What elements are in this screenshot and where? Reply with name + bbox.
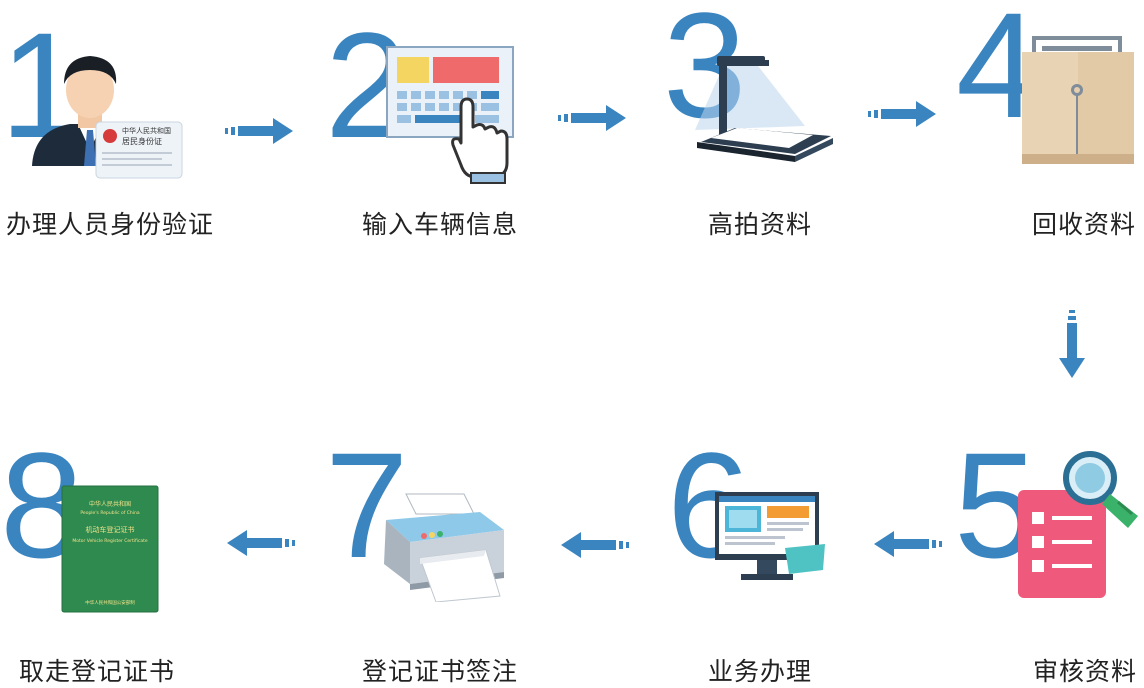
step-5: 5 审核资料 — [914, 420, 1144, 686]
step-6: 6 业务办理 — [645, 420, 875, 686]
step-label: 业务办理 — [707, 657, 812, 686]
step-1: 1 中华人民共和国 居民身份证 办理人员身份验证 — [0, 0, 230, 260]
keyboard-hand-icon — [386, 46, 514, 184]
id-card-title: 中华人民共和国 — [122, 126, 171, 135]
arrow-right-icon — [225, 118, 293, 144]
arrow-down-icon — [1059, 310, 1085, 378]
step-8: 8 中华人民共和国 People's Republic of China 机动车… — [0, 420, 230, 686]
step-3: 3 高拍资料 — [645, 0, 875, 260]
document-scanner-icon — [695, 56, 833, 162]
green-certificate-icon: 中华人民共和国 People's Republic of China 机动车登记… — [61, 485, 159, 613]
certificate-title: 中华人民共和国 — [89, 500, 131, 508]
arrow-right-icon — [558, 105, 626, 131]
step-label: 高拍资料 — [707, 210, 812, 239]
step-label: 取走登记证书 — [18, 657, 175, 686]
certificate-english: Motor Vehicle Register Certificate — [72, 538, 148, 544]
step-label: 输入车辆信息 — [361, 210, 518, 239]
certificate-name: 机动车登记证书 — [86, 525, 135, 534]
arrow-right-icon — [868, 101, 936, 127]
step-label: 登记证书签注 — [361, 657, 518, 686]
document-envelope-icon — [1022, 36, 1134, 164]
step-7: 7 登记证书签注 — [325, 420, 555, 686]
step-label: 回收资料 — [1031, 210, 1136, 239]
certificate-footer: 中华人民共和国公安部制 — [85, 599, 135, 606]
printer-icon — [384, 493, 504, 602]
id-card-person-icon: 中华人民共和国 居民身份证 — [32, 56, 183, 179]
step-2: 2 输入车辆信息 — [325, 0, 555, 260]
step-label: 审核资料 — [1032, 657, 1137, 686]
monitor-icon — [715, 492, 825, 580]
magnifier-document-icon — [1018, 451, 1138, 598]
step-label: 办理人员身份验证 — [5, 210, 214, 239]
arrow-left-icon — [227, 530, 295, 556]
certificate-subtitle: People's Republic of China — [80, 510, 139, 516]
arrow-left-icon — [874, 531, 942, 557]
id-card-subtitle: 居民身份证 — [122, 136, 162, 146]
step-4: 4 回收资料 — [914, 0, 1144, 260]
arrow-left-icon — [561, 532, 629, 558]
